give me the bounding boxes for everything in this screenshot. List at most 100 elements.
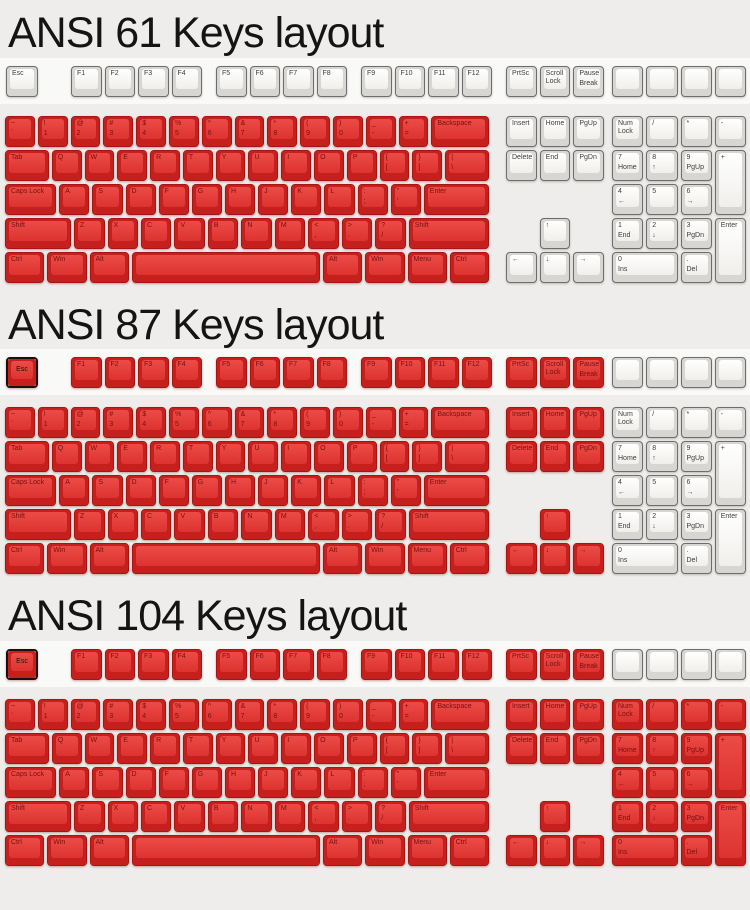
key-label: M [280, 804, 287, 812]
keycap: F1 [75, 68, 98, 89]
key-f8: F8 [316, 65, 347, 97]
key-label: | [451, 153, 454, 161]
key-sublabel: 7 [240, 129, 245, 137]
key-label: F1 [77, 361, 86, 369]
key-label: . [686, 838, 689, 846]
key-k: K [291, 475, 322, 507]
keycap: S [96, 769, 119, 790]
keycap: C [144, 803, 168, 824]
key-q: Q [51, 441, 82, 473]
key-label: 7 [618, 153, 622, 161]
key-label: F8 [322, 69, 331, 77]
key-sublabel: 8 [273, 421, 278, 429]
key-right-ctrl: Ctrl [449, 543, 489, 575]
keycap: PrtSc [510, 360, 533, 381]
keycap [718, 651, 742, 672]
key-label: { [385, 153, 389, 161]
key-num-4: 4← [612, 766, 644, 798]
key-end: End [539, 149, 571, 181]
key-a: A [59, 766, 90, 798]
keycap: R [154, 444, 176, 465]
key-label: Scroll [545, 69, 564, 77]
key-h: H [224, 766, 256, 798]
key-label: Num [618, 702, 633, 710]
key-f7: F7 [283, 648, 314, 680]
key-sublabel: Break [579, 79, 598, 87]
key-label: PrtSc [512, 361, 530, 369]
key-label: ? [381, 221, 386, 229]
key-label: Win [53, 255, 66, 263]
key-label: N [247, 804, 253, 812]
key-label: Pause [579, 361, 600, 369]
keycap: B [211, 220, 235, 241]
key-y: Y [215, 732, 246, 764]
keycap: E [121, 735, 144, 756]
key-sublabel: Del [686, 848, 698, 856]
key-num-6: 6→ [680, 766, 712, 798]
keycap: .Del [684, 254, 708, 275]
key-label: → [579, 838, 587, 846]
key-label: C [146, 513, 153, 521]
key-left-ctrl: Ctrl [5, 543, 45, 575]
keycap: {[ [383, 444, 406, 465]
keycap: 8↑ [650, 735, 674, 756]
key-2: @2 [70, 115, 101, 147]
keycap: )0 [336, 118, 359, 139]
key-5: %5 [168, 407, 199, 439]
key-label: J [264, 770, 268, 778]
key-label: Delete [512, 736, 533, 744]
key-label-2: Lock [545, 369, 561, 377]
keycap: += [402, 410, 425, 431]
key-label: _ [371, 411, 376, 419]
keycap: E [121, 444, 144, 465]
keycap: Z [78, 803, 101, 824]
key-num-divide: / [646, 115, 678, 147]
key-f3: F3 [138, 357, 169, 389]
key-label: % [174, 411, 182, 419]
key-label: B [213, 221, 219, 229]
key-j: J [258, 475, 289, 507]
key-sublabel: 3 [109, 129, 114, 137]
key-prtsc: PrtSc [506, 648, 537, 680]
keycap: #3 [107, 701, 130, 722]
key-sublabel: 6 [207, 129, 212, 137]
key-label: V [180, 513, 186, 521]
key-label: V [180, 804, 186, 812]
key-pgup: PgUp [573, 698, 604, 730]
key-lbracket: {[ [379, 149, 410, 181]
keycap: D [129, 186, 152, 207]
key-menu: Menu [407, 543, 447, 575]
keycap: !1 [41, 118, 64, 139]
key-label: " [396, 479, 400, 487]
key-e: E [117, 732, 148, 764]
keycap: Shift [9, 803, 68, 824]
key-num-5: 5 [646, 766, 678, 798]
key-blank [680, 357, 712, 389]
key-s: S [92, 766, 123, 798]
key-sublabel: ↓ [652, 814, 656, 822]
key-g: G [191, 475, 222, 507]
key-4: $4 [136, 115, 166, 147]
keycap: ^6 [205, 701, 228, 722]
keycap: Menu [411, 546, 443, 567]
key-arrow-left: ← [506, 543, 537, 575]
key-arrow-left: ← [506, 251, 537, 283]
key-label: ) [338, 702, 342, 710]
key-sublabel: . [347, 231, 350, 239]
key-label: . [686, 547, 689, 555]
key-equals: += [398, 115, 429, 147]
keycap: ?/ [379, 803, 402, 824]
key-home: Home [539, 698, 571, 730]
key-label: G [197, 187, 204, 195]
key-label: I [287, 153, 290, 161]
keycap: "' [394, 478, 417, 499]
keycap: Q [55, 444, 78, 465]
keycap: ^6 [205, 410, 228, 431]
key-backspace: Backspace [431, 698, 489, 730]
key-sublabel: / [381, 523, 384, 531]
